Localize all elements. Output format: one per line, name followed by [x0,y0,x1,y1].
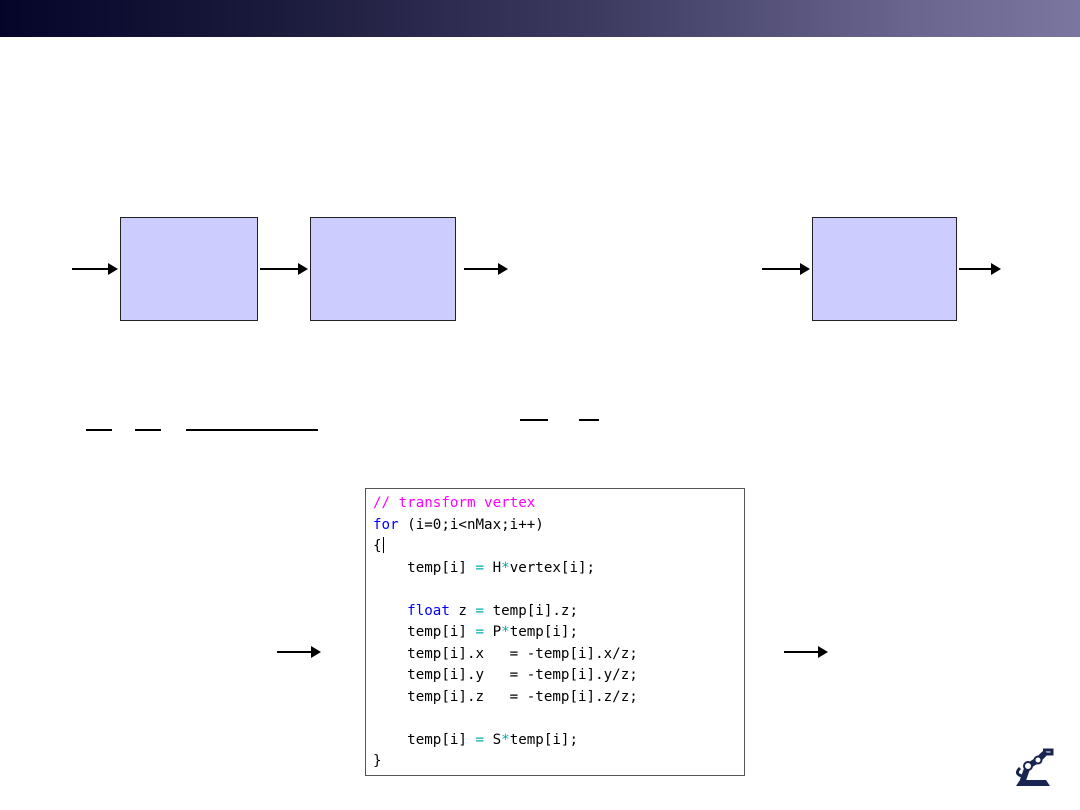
pipeline-block-3 [812,217,957,321]
code-token: temp[i].x = -temp[i].x/z; [373,645,638,662]
code-token: = [475,624,485,640]
text-cursor [382,537,384,553]
code-token: H [484,559,502,576]
robot-arm-logo-icon [1015,748,1054,786]
code-token: float [407,602,450,619]
code-line: temp[i].y = -temp[i].y/z; [373,665,744,687]
code-line [373,708,744,730]
fraction-bar [579,419,599,421]
code-token: * [501,731,510,748]
code-token: temp[i].y = -temp[i].y/z; [373,667,638,683]
code-token: P [484,624,502,640]
code-line: temp[i] = H*vertex[i]; [373,558,744,580]
code-line: } [373,751,744,773]
code-token: S [484,731,502,748]
arrow-into-code [277,646,321,658]
output-arrow [959,263,1001,275]
code-line [373,579,744,601]
code-token: temp[i] [373,731,476,748]
code-token: = [475,559,485,576]
code-line: temp[i].x = -temp[i].x/z; [373,644,744,666]
code-token: vertex[i]; [509,559,596,576]
code-token: temp[i].z; [484,602,579,619]
code-line: float z = temp[i].z; [373,601,744,623]
code-token: * [501,559,510,576]
title-bar [0,0,1080,37]
fraction-bar [135,429,161,431]
code-line: temp[i].z = -temp[i].z/z; [373,687,744,709]
code-token: temp[i] [373,624,476,640]
arrow-block1-to-block2 [260,263,308,275]
code-token: { [373,538,382,554]
code-token: temp[i] [373,559,476,576]
code-token: temp[i]; [509,624,579,640]
code-token: temp[i]; [509,731,579,748]
code-token: = [475,731,485,748]
code-line: // transform vertex [373,493,744,515]
fraction-bar [520,419,548,421]
arrow-block2-out [464,263,508,275]
code-token: } [373,753,382,769]
code-token: for [373,516,399,533]
code-token [373,603,407,619]
code-token: // transform vertex [373,495,536,511]
code-token: * [501,624,510,640]
code-token: = [475,602,485,619]
code-line: temp[i] = P*temp[i]; [373,622,744,644]
code-token: z [449,602,476,619]
pipeline-block-1 [120,217,258,321]
arrow-into-block3 [762,263,810,275]
fraction-bar [86,429,112,431]
code-line: for (i=0;i<nMax;i++) [373,515,744,537]
input-arrow [72,263,118,275]
code-line: { [373,536,744,558]
fraction-bar [186,429,318,431]
code-token: temp[i].z = -temp[i].z/z; [373,688,638,705]
code-line: temp[i] = S*temp[i]; [373,730,744,752]
pipeline-block-2 [310,217,456,321]
code-token: (i=0;i<nMax;i++) [398,516,544,533]
arrow-out-of-code [784,646,828,658]
